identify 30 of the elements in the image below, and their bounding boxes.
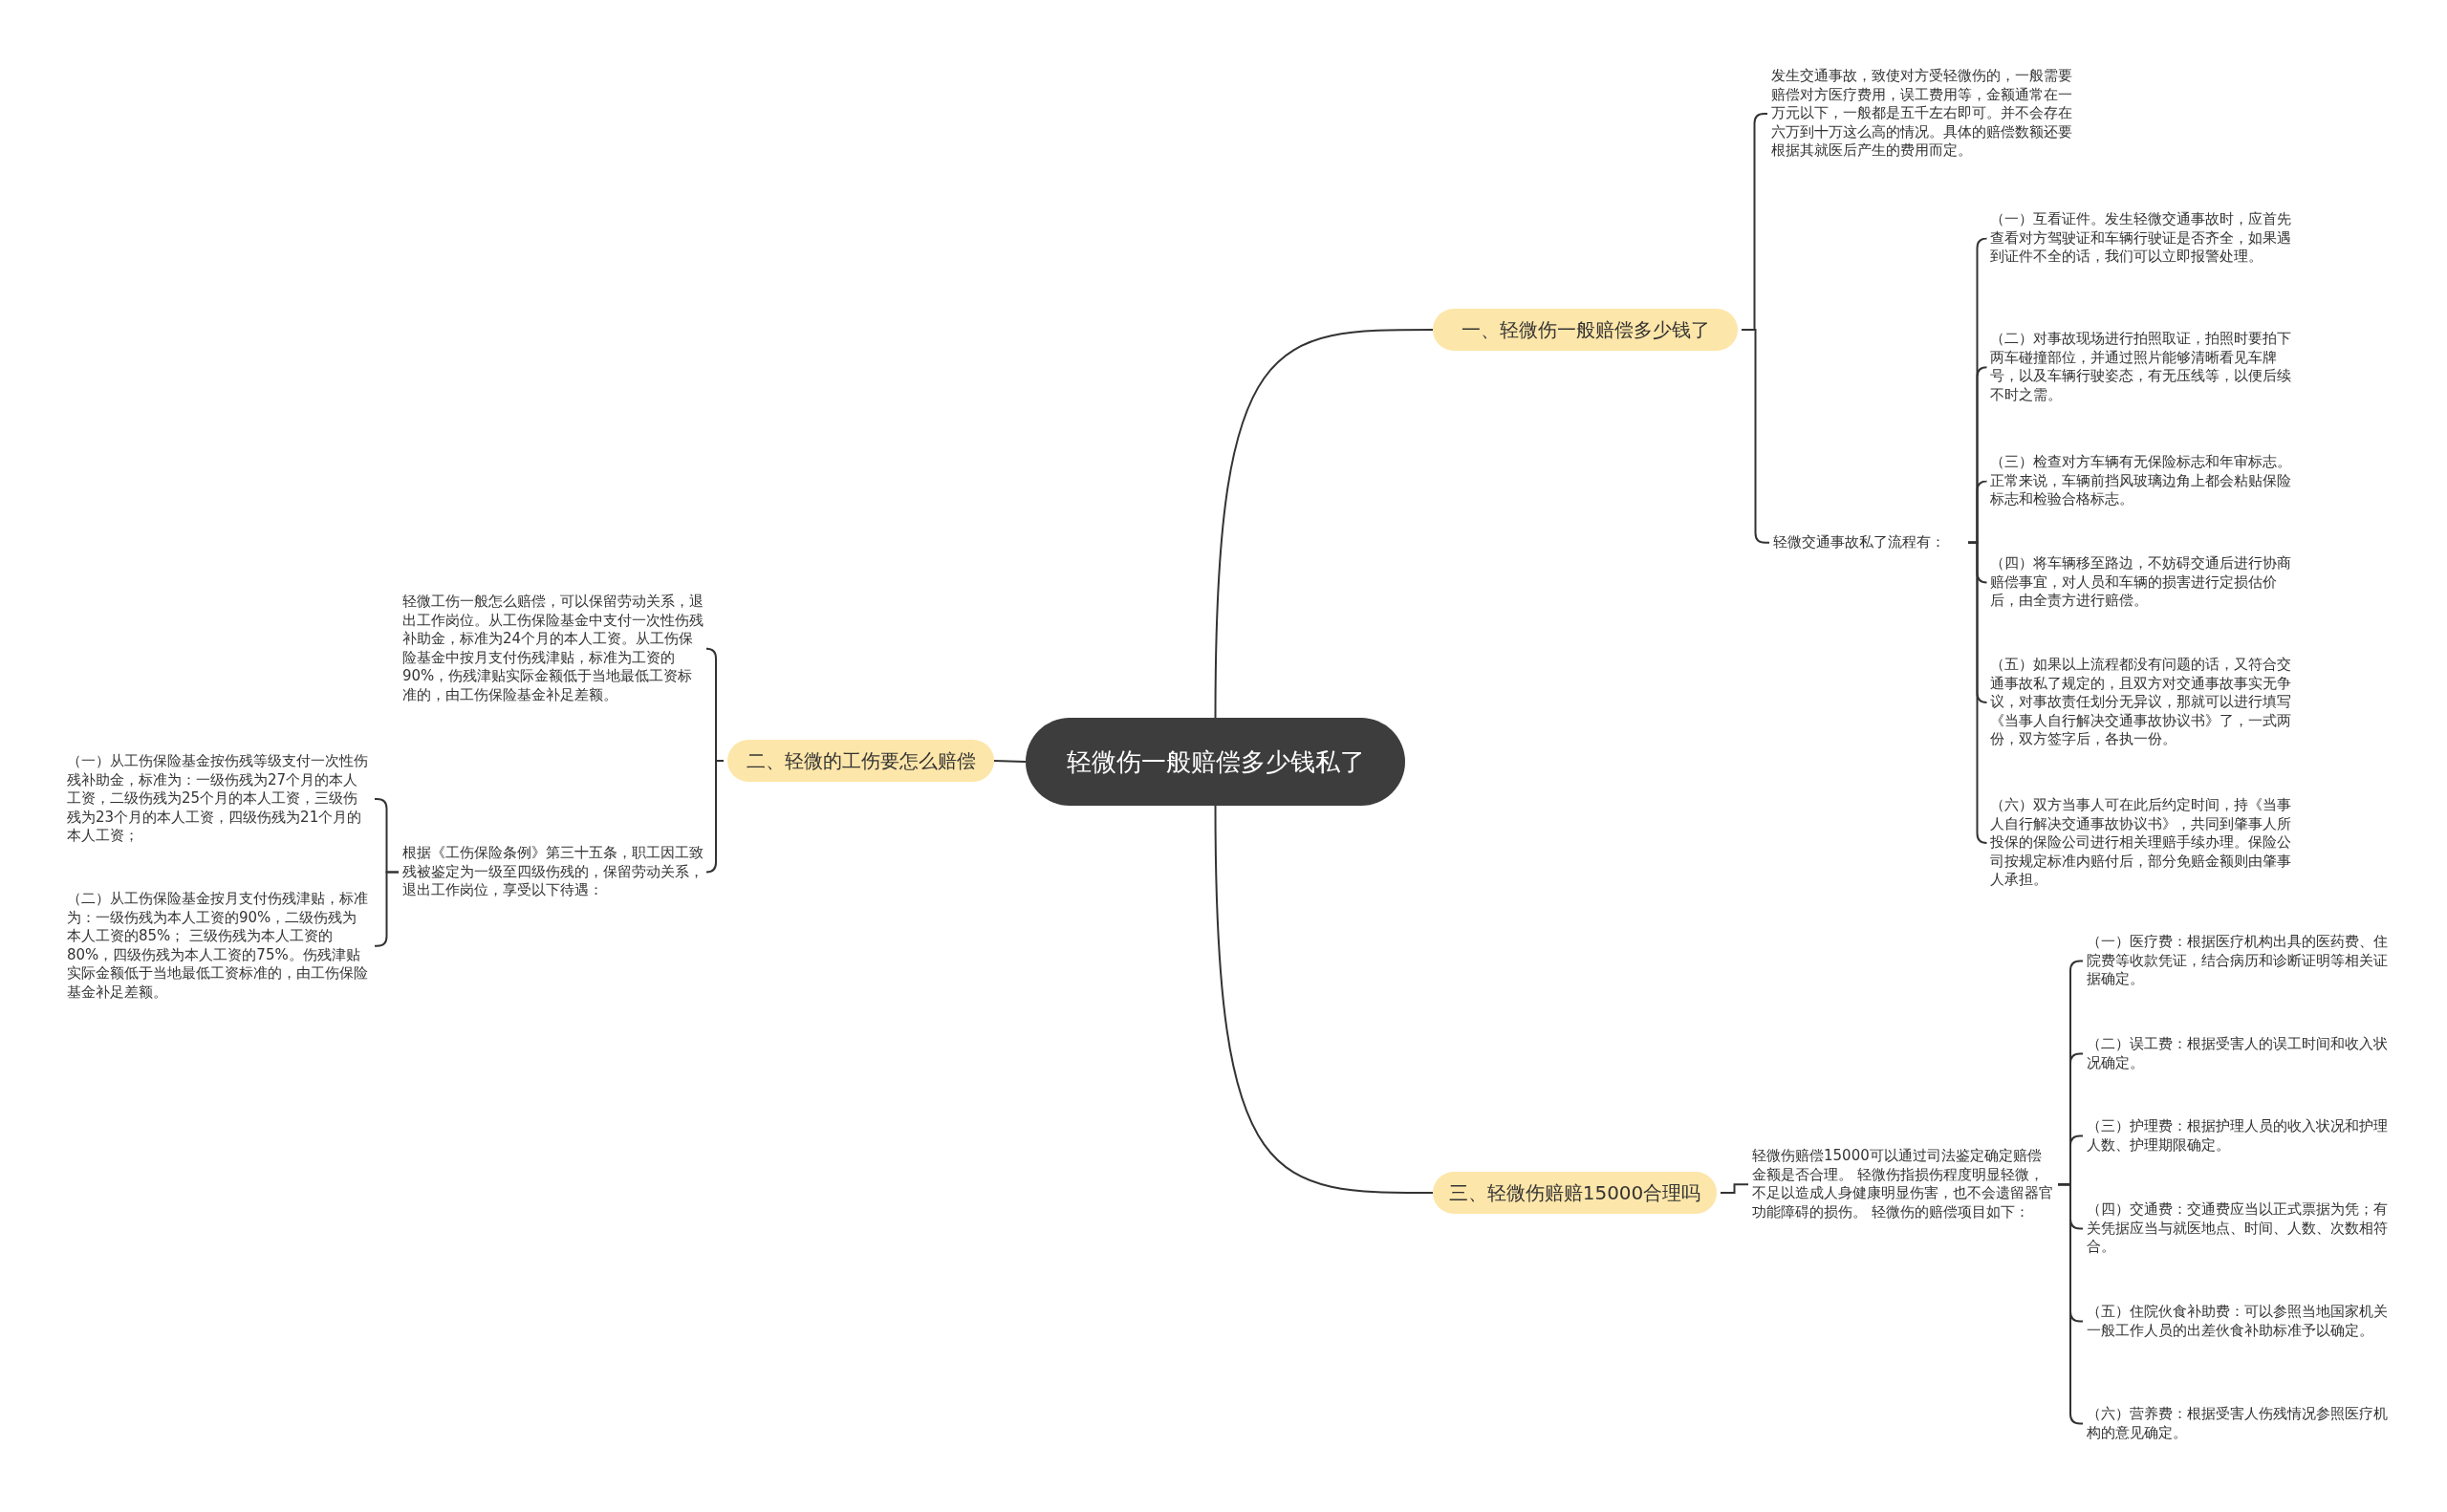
text-note: （五）如果以上流程都没有问题的话，又符合交通事故私了规定的，且双方对交通事故事实无争议，对事故责任划分无异议，那就可以进行填写《当事人自行解决交通事故协议书》了，一式两份，双方签字后，各执一份。 (1990, 656, 2291, 749)
text-note: （三）护理费：根据护理人员的收入状况和护理人数、护理期限确定。 (2087, 1117, 2391, 1156)
text-note: （六）双方当事人可在此后约定时间，持《当事人自行解决交通事故协议书》，共同到肇事人所投保的保险公司进行相关理赔手续办理。保险公司按规定标准内赔付后，部分免赔金额则由肇事人承担。 (1990, 796, 2291, 890)
text-note: 发生交通事故，致使对方受轻微伤的，一般需要赔偿对方医疗费用，误工费用等，金额通常在一万元以下，一般都是五千左右即可。并不会存在六万到十万这么高的情况。具体的赔偿数额还要根据其就医后产生的费用而定。 (1771, 67, 2077, 161)
text-note: （二）误工费：根据受害人的误工时间和收入状况确定。 (2087, 1035, 2391, 1073)
connector-line (993, 760, 1027, 763)
connector-line (1720, 1183, 1749, 1194)
central-topic: 轻微伤一般赔偿多少钱私了 (1026, 718, 1405, 806)
text-note: 轻微交通事故私了流程有： (1773, 533, 1964, 552)
text-note: （五）住院伙食补助费：可以参照当地国家机关一般工作人员的出差伙食补助标准予以确定。 (2087, 1303, 2391, 1341)
connector-line (1967, 541, 1988, 844)
text-note: （四）交通费：交通费应当以正式票据为凭；有关凭据应当与就医地点、时间、人数、次数相符合。 (2087, 1200, 2391, 1257)
text-note: （三）检查对方车辆有无保险标志和年审标志。正常来说，车辆前挡风玻璃边角上都会粘贴保险标志和检验合格标志。 (1990, 453, 2291, 509)
text-note: （一）医疗费：根据医疗机构出具的医药费、住院费等收款凭证，结合病历和诊断证明等相关证据确定。 (2087, 933, 2391, 989)
text-note: （六）营养费：根据受害人伤残情况参照医疗机构的意见确定。 (2087, 1405, 2391, 1443)
topic-box: 一、轻微伤一般赔偿多少钱了 (1433, 309, 1738, 351)
topic-box: 二、轻微的工伤要怎么赔偿 (727, 740, 994, 782)
text-note: 轻微工伤一般怎么赔偿，可以保留劳动关系，退出工作岗位。从工伤保险基金中支付一次性伤残补助金，标准为24个月的本人工资。从工伤保险基金中按月支付伤残津贴，标准为工资的90%，伤残津贴实际金额低于当地最低工资标准的，由工伤保险基金补足差额。 (402, 593, 704, 705)
text-note: （四）将车辆移至路边，不妨碍交通后进行协商赔偿事宜，对人员和车辆的损害进行定损估价后，由全责方进行赔偿。 (1990, 554, 2291, 611)
text-note: 根据《工伤保险条例》第三十五条，职工因工致残被鉴定为一级至四级伤残的，保留劳动关系，退出工作岗位，享受以下待遇： (402, 844, 704, 900)
text-note: （一）互看证件。发生轻微交通事故时，应首先查看对方驾驶证和车辆行驶证是否齐全，如果遇到证件不全的话，我们可以立即报警处理。 (1990, 210, 2291, 267)
text-note: （二）对事故现场进行拍照取证，拍照时要拍下两车碰撞部位，并通过照片能够清晰看见车牌号，以及车辆行驶姿态，有无压线等，以便后续不时之需。 (1990, 330, 2291, 405)
text-note: 轻微伤赔偿15000可以通过司法鉴定确定赔偿金额是否合理。 轻微伤指损伤程度明显轻微，不足以造成人身健康明显伤害，也不会遗留器官功能障碍的损伤。 轻微伤的赔偿项目如下： (1752, 1147, 2054, 1222)
connector-line (1214, 805, 1434, 1194)
connector-line (1214, 329, 1434, 719)
connector-line (2057, 1183, 2084, 1425)
text-note: （一）从工伤保险基金按伤残等级支付一次性伤残补助金，标准为：一级伤残为27个月的本人工资，二级伤残为25个月的本人工资，三级伤残为23个月的本人工资，四级伤残为21个月的本人工资； (67, 752, 371, 846)
connector-line (374, 871, 400, 947)
text-note: （二）从工伤保险基金按月支付伤残津贴，标准为：一级伤残为本人工资的90%，二级伤残为本人工资的85%； 三级伤残为本人工资的80%，四级伤残为本人工资的75%。伤残津贴实际金额低于当地最低工资标准的，由工伤保险基金补足差额。 (67, 890, 371, 1003)
topic-box: 三、轻微伤赔赔15000合理吗 (1433, 1172, 1717, 1214)
